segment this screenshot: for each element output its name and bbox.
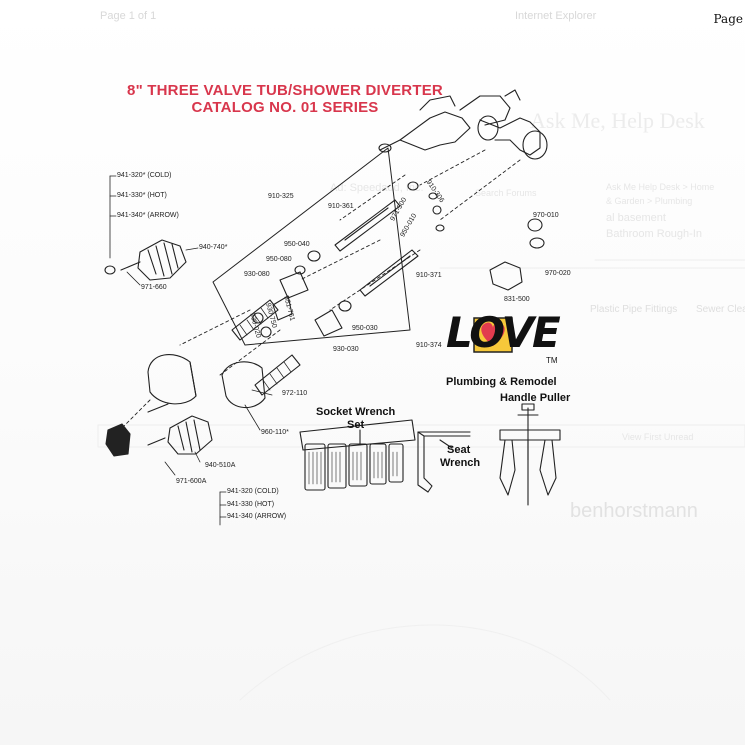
seat-wrench-label-1: Seat — [447, 444, 471, 456]
seat-wrench-label-2: Wrench — [440, 457, 481, 469]
part-910-374: 910-374 — [416, 342, 442, 349]
part-940-740: 940-740* — [199, 244, 228, 251]
escutcheon-icon — [147, 354, 266, 409]
part-970-020: 970-020 — [545, 270, 571, 277]
valve-body-icon — [378, 89, 548, 160]
love-logo-word: LOVE — [446, 308, 561, 357]
part-930-030: 930-030 — [333, 346, 359, 353]
part-910-371: 910-371 — [416, 272, 442, 279]
part-972-110: 972-110 — [282, 390, 308, 397]
socket-wrench-set-icon — [299, 419, 416, 491]
part-941-320-cold-bottom: 941-320 (COLD) — [227, 488, 279, 495]
ghost-search: Search Forums — [475, 188, 537, 198]
ghost-breadcrumb-1: Ask Me Help Desk > Home — [606, 182, 715, 192]
part-960-110: 960-110* — [261, 429, 289, 436]
stem-long-icon — [334, 199, 419, 297]
part-970-010: 970-010 — [533, 212, 559, 219]
screw-icon — [120, 261, 169, 446]
love-logo-subtitle: Plumbing & Remodel — [446, 376, 557, 388]
part-950-080: 950-080 — [266, 256, 292, 263]
ghost-breadcrumb-3: al basement — [606, 212, 666, 224]
washers-icon — [104, 181, 545, 338]
part-950-040: 950-040 — [284, 241, 310, 248]
ghost-plastic: Plastic Pipe Fittings — [590, 304, 678, 315]
part-941-330-hot: 941-330* (HOT) — [117, 192, 167, 199]
page-label: Page — [713, 12, 743, 26]
part-941-320-cold: 941-320* (COLD) — [117, 172, 172, 179]
ghost-username: benhorstmann — [570, 500, 698, 522]
ghost-browser-title: Internet Explorer — [515, 10, 597, 22]
diagram-title-line-2: CATALOG NO. 01 SERIES — [191, 99, 379, 116]
diagram-title-line-1: 8" THREE VALVE TUB/SHOWER DIVERTER — [127, 82, 443, 99]
love-logo-tm: TM — [546, 356, 558, 365]
bonnet-nut-icon — [272, 261, 523, 337]
part-971-600a: 971-600A — [176, 478, 207, 485]
handle-puller-label: Handle Puller — [500, 392, 571, 404]
part-941-340-arrow: 941-340* (ARROW) — [117, 212, 179, 219]
ghost-ad: Ad: Speedadd, Inc. — [330, 182, 424, 194]
socket-wrench-set-label: Set — [347, 419, 365, 431]
love-logo-icon — [473, 317, 513, 353]
socket-wrench-label: Socket Wrench — [316, 406, 396, 418]
handle-icon — [105, 239, 213, 457]
part-950-030: 950-030 — [352, 325, 378, 332]
part-941-340-arrow-bottom: 941-340 (ARROW) — [227, 513, 287, 520]
handle-puller-icon — [499, 403, 561, 506]
ghost-view-first: View First Unread — [622, 432, 694, 442]
part-941-330-hot-bottom: 941-330 (HOT) — [227, 501, 275, 508]
part-971-660: 971-660 — [141, 284, 167, 291]
ghost-sewer: Sewer Clear — [696, 304, 745, 315]
part-831-500: 831-500 — [504, 296, 530, 303]
part-910-361: 910-361 — [328, 203, 354, 210]
seat-wrench-icon — [417, 431, 471, 493]
ghost-breadcrumb-2: & Garden > Plumbing — [606, 196, 693, 206]
part-940-510a: 940-510A — [205, 462, 236, 469]
ghost-breadcrumb-4: Bathroom Rough-In — [606, 228, 702, 240]
ghost-ask-heading: Ask Me, Help Desk — [530, 108, 705, 133]
part-930-080: 930-080 — [244, 271, 270, 278]
ghost-page-counter: Page 1 of 1 — [100, 10, 157, 22]
part-910-325: 910-325 — [268, 193, 294, 200]
